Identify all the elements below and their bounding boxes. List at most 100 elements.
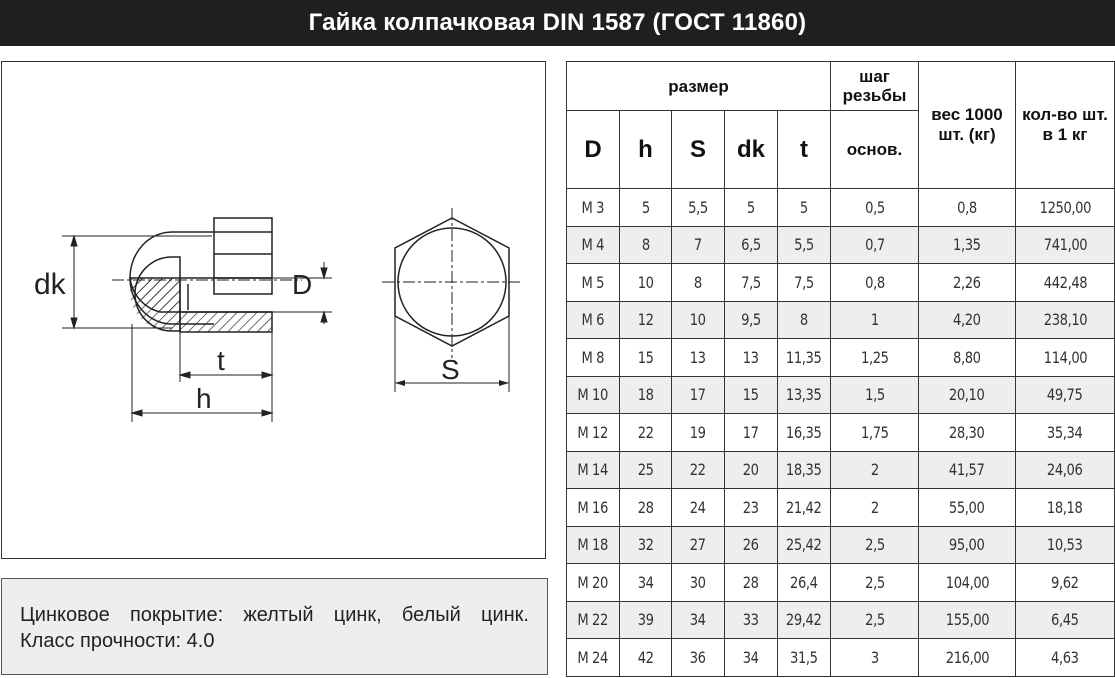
cell-value: М 4 (581, 235, 605, 255)
cell-value: 2 (870, 460, 879, 480)
cell-value: 1,5 (864, 385, 885, 405)
table-cell: М 12 (566, 413, 620, 452)
cell-value: М 22 (577, 610, 609, 630)
table-cell: 442,48 (1015, 263, 1115, 302)
cell-value: 18 (637, 385, 654, 405)
cell-value: 11,35 (786, 347, 822, 367)
table-cell: 35,34 (1015, 413, 1115, 452)
cell-value: 24 (690, 497, 706, 517)
cell-value: М 8 (581, 347, 605, 367)
cell-value: 34 (637, 572, 654, 592)
table-cell: 32 (619, 525, 672, 564)
label-S: S (441, 354, 460, 385)
table-cell: 25,42 (776, 525, 832, 564)
cell-value: 0,5 (864, 197, 885, 217)
table-cell: 20 (724, 450, 778, 489)
table-cell: 0,8 (830, 263, 920, 302)
header-dk: dk (724, 110, 778, 189)
table-cell: 18,18 (1015, 488, 1115, 527)
table-cell: 10 (619, 263, 672, 302)
table-cell: 5 (724, 188, 778, 227)
table-cell: 34 (671, 600, 725, 639)
table-cell: 15 (724, 375, 778, 414)
dimensions-table: размер шаг резьбы вес 1000 шт. (кг) кол-… (565, 61, 1115, 677)
cell-value: 23 (743, 497, 759, 517)
cell-value: 25 (637, 460, 654, 480)
table-cell: 18,35 (776, 450, 832, 489)
table-cell: 5 (776, 188, 832, 227)
table-cell: 34 (619, 563, 672, 602)
cell-value: 36 (690, 647, 706, 667)
table-cell: 0,7 (830, 225, 920, 264)
cell-value: 10 (637, 272, 654, 292)
table-cell: 1,5 (830, 375, 920, 414)
table-cell: 10,53 (1015, 525, 1115, 564)
cell-value: 49,75 (1047, 385, 1083, 405)
table-cell: 19 (671, 413, 725, 452)
table-cell: 114,00 (1015, 338, 1115, 377)
table-cell: 238,10 (1015, 300, 1115, 339)
cell-value: 26,4 (790, 572, 818, 592)
cell-value: 95,00 (949, 535, 985, 555)
table-cell: 20,10 (918, 375, 1017, 414)
table-cell: 2,5 (830, 525, 920, 564)
cell-value: 155,00 (945, 610, 989, 630)
cell-value: 33 (743, 610, 759, 630)
table-cell: 0,5 (830, 188, 920, 227)
table-cell: 17 (671, 375, 725, 414)
table-cell: 42 (619, 638, 672, 677)
cell-value: 2,26 (953, 272, 981, 292)
cell-value: М 24 (577, 647, 609, 667)
cell-value: 3 (870, 647, 879, 667)
cell-value: 5,5 (688, 197, 708, 217)
cell-value: 42 (637, 647, 654, 667)
header-D: D (566, 110, 620, 189)
table-cell: М 8 (566, 338, 620, 377)
table-cell: 21,42 (776, 488, 832, 527)
cell-value: 12 (637, 310, 654, 330)
table-cell: 4,63 (1015, 638, 1115, 677)
table-cell: 30 (671, 563, 725, 602)
front-view (382, 208, 522, 392)
table-cell: М 10 (566, 375, 620, 414)
table-cell: 9,5 (724, 300, 778, 339)
cell-value: 7,5 (741, 272, 761, 292)
cell-value: 41,57 (949, 460, 985, 480)
table-cell: М 14 (566, 450, 620, 489)
header-weight: вес 1000 шт. (кг) (918, 61, 1017, 189)
cell-value: М 6 (581, 310, 605, 330)
cell-value: 31,5 (790, 647, 818, 667)
cell-value: 216,00 (945, 647, 989, 667)
table-cell: 5,5 (671, 188, 725, 227)
table-cell: 216,00 (918, 638, 1017, 677)
cell-value: М 12 (577, 422, 609, 442)
table-cell: 13 (671, 338, 725, 377)
header-S: S (671, 110, 725, 189)
cell-value: 9,5 (741, 310, 761, 330)
table-cell: 2,26 (918, 263, 1017, 302)
strength-class-text: Класс прочности: 4.0 (20, 630, 215, 652)
table-cell: 1,35 (918, 225, 1017, 264)
table-cell: 3 (830, 638, 920, 677)
cell-value: 32 (637, 535, 654, 555)
table-cell: 22 (671, 450, 725, 489)
cell-value: 34 (690, 610, 706, 630)
table-cell: 1,75 (830, 413, 920, 452)
side-view (129, 217, 273, 333)
table-cell: М 24 (566, 638, 620, 677)
cell-value: М 16 (577, 497, 609, 517)
cell-value: 4,63 (1051, 647, 1079, 667)
table-cell: 7 (671, 225, 725, 264)
table-cell: 24,06 (1015, 450, 1115, 489)
cell-value: 238,10 (1043, 310, 1087, 330)
cell-value: 2,5 (864, 610, 885, 630)
